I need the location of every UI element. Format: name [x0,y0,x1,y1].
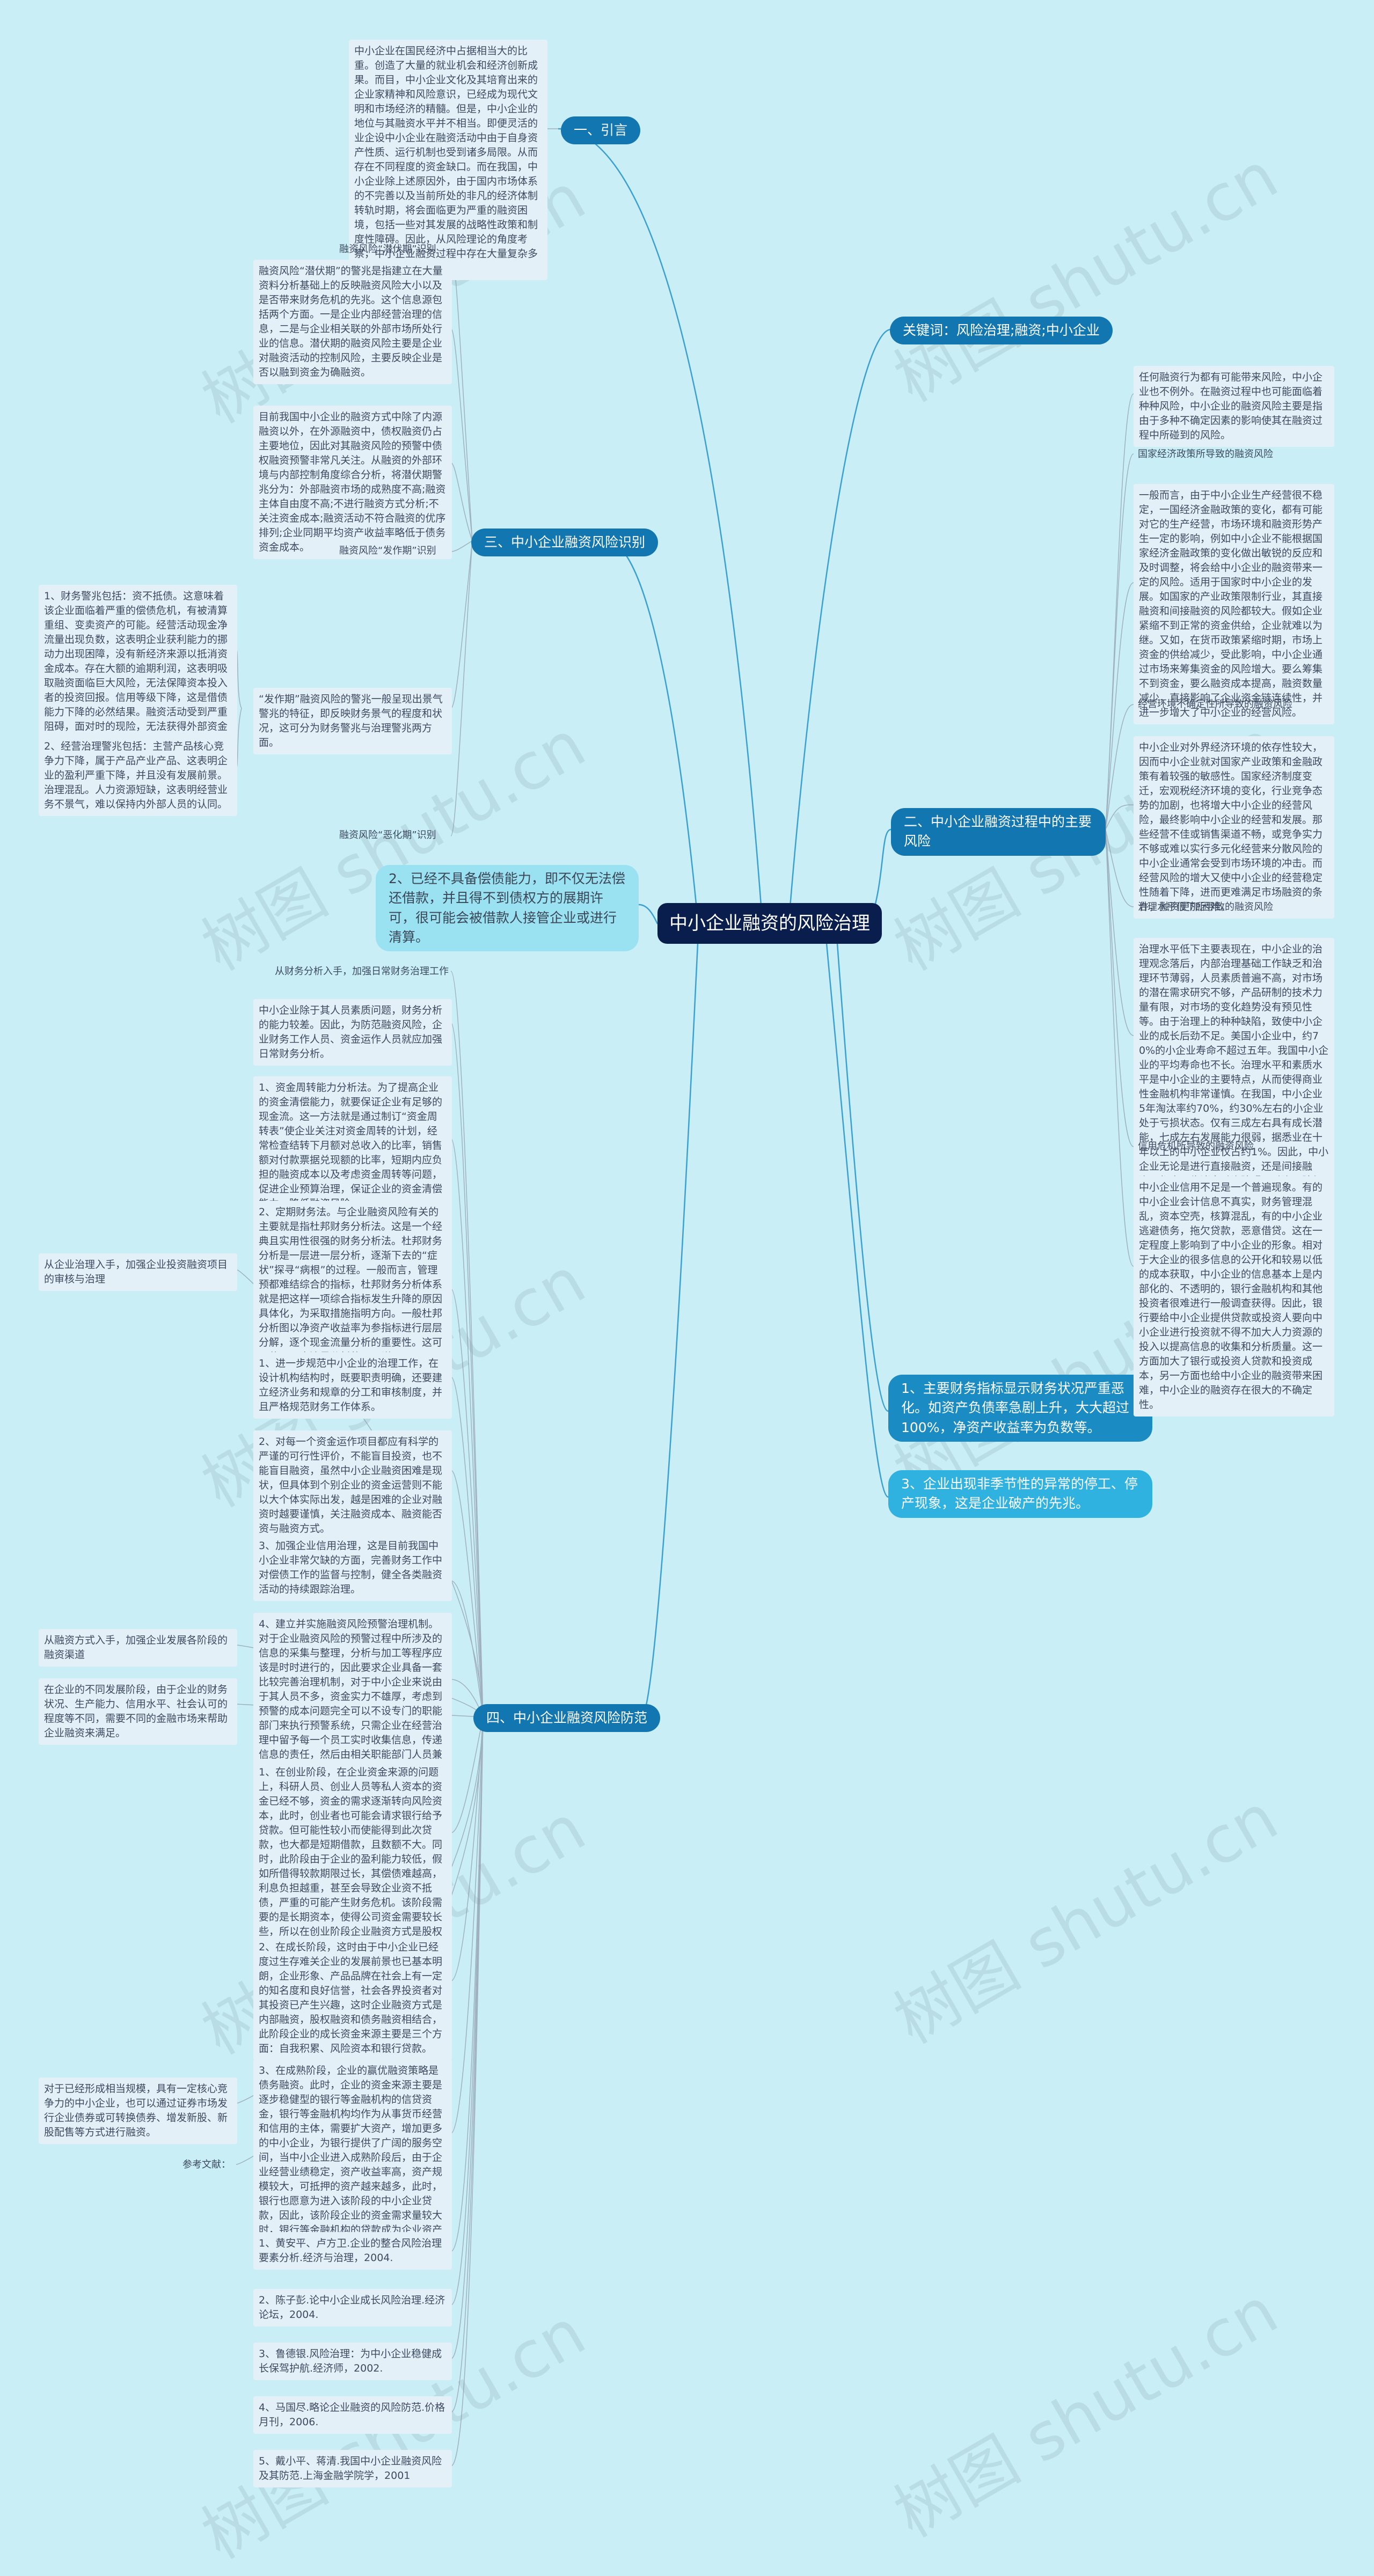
source-3: 3、加强企业信用治理，这是目前我国中小企业非常欠缺的方面，完善财务工作中对偿债工… [253,1535,452,1601]
link-root-prevent [641,943,699,1718]
large-text: 对于已经形成相当规模，具有一定核心竞争力的中小企业，也可以通过证券市场发行企业债… [39,2078,237,2144]
policy-text: 一般而言，由于中小企业生产经营很不稳定，一国经济金融政策的变化，都有可能对它的生… [1134,484,1334,724]
ref-item: 5、戴小平、蒋清.我国中小企业融资风险及其防范.上海金融学院学，2001 [253,2450,452,2487]
branch-debt-sign[interactable]: 1、主要财务指标显示财务状况严重恶化。如资产负债率急剧上升，大大超过100%，净… [888,1375,1152,1442]
market-text: 中小企业对外界经济环境的依存性较大，因而中小企业就对国家产业政策和金融政策有着较… [1134,736,1334,919]
governance-text: 治理水平低下主要表现在，中小企业的治理观念落后，内部治理基础工作缺乏和治理环节薄… [1134,938,1334,1207]
link-identify-latent-label [450,249,473,541]
latent-text: 融资风险“潜伏期”的警兆是指建立在大量资料分析基础上的反映融资风险大小以及是否带… [253,260,452,384]
branch-intro[interactable]: 一、引言 [561,116,641,145]
process-intro: 任何融资行为都有可能带来风险，中小企业也不例外。在融资过程中也可能面临着种种风险… [1134,366,1334,447]
link-prevent-source-3 [450,1580,484,1718]
intro-text: 中小企业在国民经济中占据相当大的比重。创造了大量的就业机会和经济创新成果。而目，… [349,40,547,280]
link-root-intro [558,128,763,921]
link-root-sign3 [825,943,889,1498]
link-ref-4 [450,1716,484,2413]
finance-1: 1、资金周转能力分析法。为了提高企业的资金清偿能力，就要保证企业有足够的现金流。… [253,1076,452,1215]
market-label: 经营环境不确定性所导致的融资风险 [1138,699,1292,710]
link-process-market [1105,804,1134,830]
onset-manage: 2、经营治理警兆包括：主营产品核心竞争力下降，属于产品产业产品、这表明企业的盈利… [39,735,237,816]
branch-credit-sign[interactable]: 2、已经不具备偿债能力，即不仅无法偿还借款，并且得不到债权方的展期许可，很可能会… [376,865,639,951]
source-4: 4、建立并实施融资风险预警治理机制。对于企业融资风险的预警过程中所涉及的信息的采… [253,1613,452,1781]
branch-stop-sign[interactable]: 3、企业出现非季节性的异常的停工、停产现象，这是企业破产的先兆。 [888,1470,1152,1518]
branch-identify[interactable]: 三、中小企业融资风险识别 [471,529,659,557]
link-root-keywords [788,328,891,921]
way-1: 1、在创业阶段，在企业资金来源的问题上，科研人员、创业人员等私人资本的资金已经不… [253,1761,452,1958]
way-label: 从融资方式入手，加强企业发展各阶段的融资渠道 [39,1629,237,1667]
link-prevent-way-1 [450,1716,484,1833]
link-root-credit [638,904,659,924]
link-process-intro [1105,393,1134,830]
way-2: 2、在成长阶段，这时由于中小企业已经度过生存难关企业的发展前景也已基本明朗，企业… [253,1936,452,2060]
link-process-market-label [1105,704,1134,830]
link-process-governance [1105,829,1134,1036]
link-ref-5 [450,1716,484,2467]
finance-2: 2、定期财务法。与企业融资风险有关的主要就是指杜邦财务分析法。这是一个经典且实用… [253,1201,452,1369]
link-ref-1 [450,1716,484,2252]
link-prevent-finance-intro [450,1022,484,1718]
credit-label: 信用危机所导致的融资风险 [1138,1141,1254,1152]
link-identify-onset [450,540,473,709]
governance-label: 治理水平低下所导致的融资风险 [1138,901,1273,913]
deteriorate-label: 融资风险“恶化期”识别 [339,830,436,841]
link-process-credit-label [1105,829,1134,1147]
link-root-sign1 [836,943,889,1412]
link-prevent-source-1 [450,1376,484,1718]
branch-process[interactable]: 二、中小企业融资过程中的主要风险 [891,808,1106,856]
link-prevent-finance-1 [450,1138,484,1718]
ref-item: 2、陈子彭.论中小企业成长风险治理.经济论坛，2004. [253,2289,452,2327]
root-node[interactable]: 中小企业融资的风险治理 [657,903,882,944]
policy-label: 国家经济政策所导致的融资风险 [1138,449,1273,460]
source-1: 1、进一步规范中小企业的治理工作，在设计机构结构时，既要职责明确，还要建立经济业… [253,1352,452,1419]
finance-intro: 中小企业除于其人员素质问题，财务分析的能力较差。因此，为防范融资风险，企业财务工… [253,999,452,1066]
link-process-policy [1105,453,1134,830]
way-intro: 在企业的不同发展阶段，由于企业的财务状况、生产能力、信用水平、社会认可的程度等不… [39,1678,237,1745]
link-process-credit [1105,829,1134,1267]
link-identify-deteriorate [450,540,473,836]
link-ref-3 [450,1716,484,2359]
onset-label: 融资风险“发作期”识别 [339,545,436,556]
ref-item: 3、鲁德银.风险治理：为中小企业稳健成长保驾护航.经济师，2002. [253,2343,452,2380]
link-prevent-finance [450,971,484,1718]
source-label: 从企业治理入手，加强企业投资融资项目的审核与治理 [39,1253,237,1291]
link-prevent-way-2 [450,1716,484,1981]
link-process-governance-label [1105,829,1134,907]
latent-text-2: 目前我国中小企业的融资方式中除了内源融资以外，在外源融资中，债权融资仍占主要地位… [253,406,452,559]
credit-text: 中小企业信用不足是一个普遍现象。有的中小企业会计信息不真实，财务管理混乱，资本空… [1134,1176,1334,1417]
link-identify-latent [450,328,473,541]
link-identify-onset-label [450,540,473,552]
link-process-policy-text [1105,582,1134,830]
link-prevent-source-2 [450,1470,484,1718]
source-2: 2、对每一个资金运作项目都应有科学的严谨的可行性评价，不能盲目投资，也不能盲目融… [253,1430,452,1540]
link-identify-latent2 [450,462,473,541]
way-3: 3、在成熟阶段，企业的赢优融资策略是债务融资。此时，企业的资金来源主要是逐步稳健… [253,2059,452,2256]
branch-prevent[interactable]: 四、中小企业融资风险防范 [473,1704,661,1733]
link-root-identify [606,540,699,921]
link-prevent-way-3 [450,1716,484,2134]
branch-keywords[interactable]: 关键词：风险治理;融资;中小企业 [890,317,1113,345]
ref-item: 1、黄安平、卢方卫.企业的整合风险治理要素分析.经济与治理，2004. [253,2232,452,2270]
onset-finance: 1、财务警兆包括：资不抵债。这意味着该企业面临着严重的偿债危机，有被清算重组、变… [39,585,237,753]
link-prevent-finance-2 [450,1288,484,1718]
ref-item: 4、马国尽.略论企业融资的风险防范.价格月刊，2006. [253,2396,452,2434]
latent-label: 融资风险“潜伏期”识别 [339,244,436,255]
link-ref-2 [450,1716,484,2306]
ref-label: 参考文献： [182,2159,231,2170]
onset-text: “发作期”融资风险的警兆一般呈现出景气警兆的特征，即反映财务景气的程度和状况，这… [253,688,452,754]
finance-label: 从财务分析入手，加强日常财务治理工作 [275,966,449,977]
